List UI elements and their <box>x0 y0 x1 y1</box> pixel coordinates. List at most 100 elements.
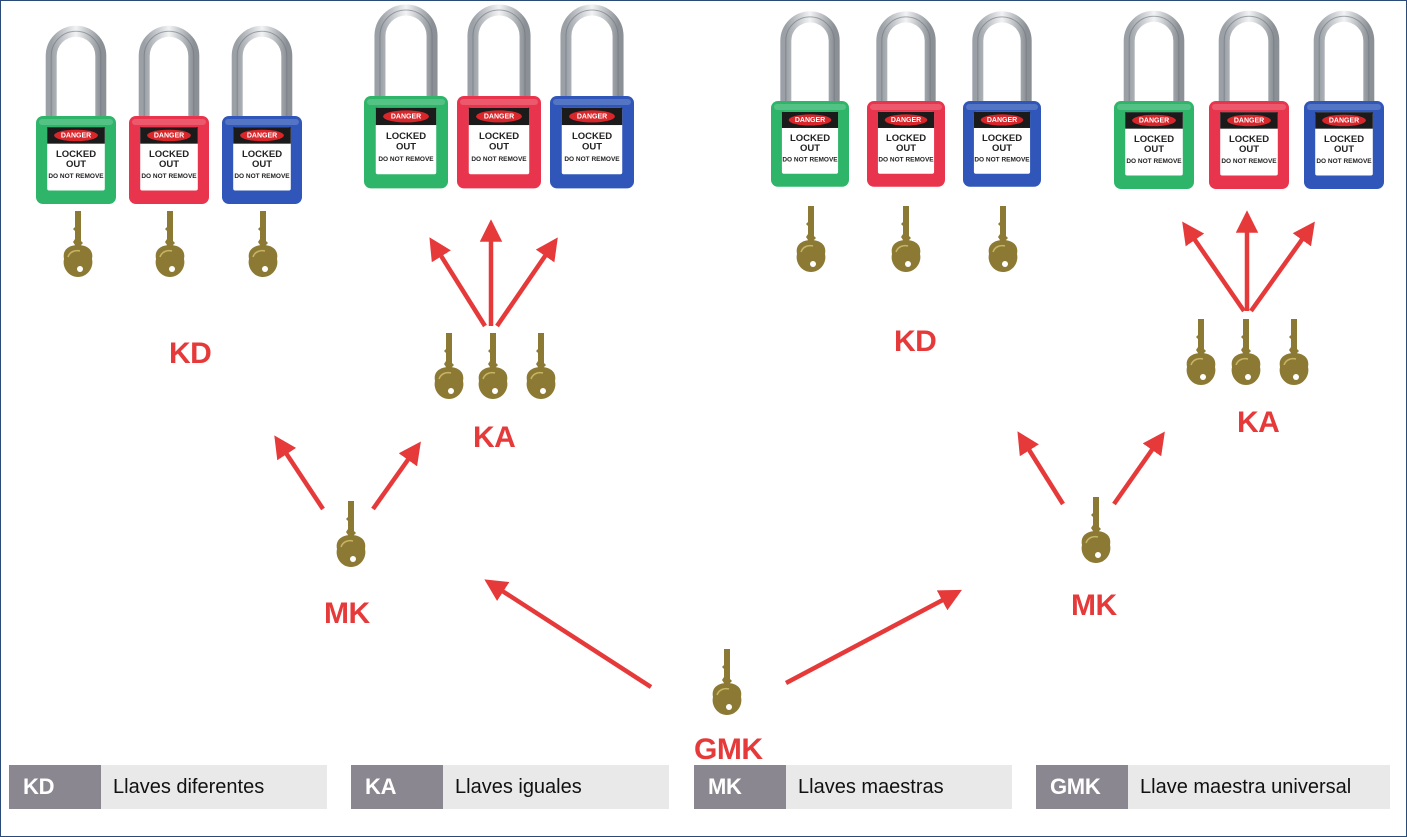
svg-text:OUT: OUT <box>582 142 602 153</box>
diagram-label-kd-right: KD <box>894 325 936 358</box>
svg-text:DO NOT REMOVE: DO NOT REMOVE <box>1316 158 1372 165</box>
key-icon <box>1186 319 1216 385</box>
svg-text:OUT: OUT <box>489 142 509 153</box>
svg-text:DANGER: DANGER <box>1234 117 1264 124</box>
key-icon <box>526 333 556 399</box>
svg-text:DO NOT REMOVE: DO NOT REMOVE <box>234 173 290 180</box>
diagram-label-ka-right: KA <box>1237 406 1279 439</box>
svg-text:LOCKED: LOCKED <box>479 131 519 142</box>
legend-item-ka: KA Llaves iguales <box>351 765 669 809</box>
svg-text:LOCKED: LOCKED <box>572 131 612 142</box>
diagram-label-ka-left: KA <box>473 421 515 454</box>
arrow <box>1249 221 1315 313</box>
svg-text:DANGER: DANGER <box>577 113 607 120</box>
svg-text:DANGER: DANGER <box>1139 117 1169 124</box>
svg-text:LOCKED: LOCKED <box>790 133 830 144</box>
key-icon <box>478 333 508 399</box>
svg-text:OUT: OUT <box>66 159 86 170</box>
legend-description: Llave maestra universal <box>1128 765 1390 809</box>
svg-text:DANGER: DANGER <box>1329 117 1359 124</box>
svg-text:DANGER: DANGER <box>391 113 421 120</box>
legend-item-mk: MK Llaves maestras <box>694 765 1012 809</box>
svg-text:DO NOT REMOVE: DO NOT REMOVE <box>782 156 838 163</box>
arrow <box>784 589 962 685</box>
svg-text:DANGER: DANGER <box>484 113 514 120</box>
svg-text:DO NOT REMOVE: DO NOT REMOVE <box>141 173 197 180</box>
arrow <box>371 441 421 511</box>
svg-text:OUT: OUT <box>396 142 416 153</box>
svg-text:DANGER: DANGER <box>154 132 184 139</box>
key-icon <box>891 206 921 272</box>
svg-text:LOCKED: LOCKED <box>1134 134 1174 145</box>
key-icon <box>796 206 826 272</box>
arrow <box>429 237 487 328</box>
svg-text:DANGER: DANGER <box>891 117 921 124</box>
arrow <box>274 435 325 511</box>
svg-text:LOCKED: LOCKED <box>1324 134 1364 145</box>
legend-code: KA <box>351 765 443 809</box>
key-icon <box>155 211 185 277</box>
svg-text:LOCKED: LOCKED <box>1229 134 1269 145</box>
legend-item-gmk: GMK Llave maestra universal <box>1036 765 1390 809</box>
arrow <box>1182 221 1246 313</box>
key-row <box>63 206 1309 715</box>
svg-text:LOCKED: LOCKED <box>56 149 96 160</box>
svg-text:DANGER: DANGER <box>795 117 825 124</box>
diagram-label-gmk: GMK <box>694 733 763 761</box>
svg-text:LOCKED: LOCKED <box>386 131 426 142</box>
diagram-label-mk-left: MK <box>324 597 370 630</box>
diagram-label-mk-right: MK <box>1071 589 1117 622</box>
svg-text:OUT: OUT <box>896 143 916 154</box>
svg-text:DANGER: DANGER <box>247 132 277 139</box>
svg-text:DO NOT REMOVE: DO NOT REMOVE <box>1221 158 1277 165</box>
svg-text:OUT: OUT <box>800 143 820 154</box>
key-icon <box>1231 319 1261 385</box>
key-icon <box>988 206 1018 272</box>
legend-code: KD <box>9 765 101 809</box>
svg-text:LOCKED: LOCKED <box>982 133 1022 144</box>
key-icon <box>434 333 464 399</box>
arrow <box>495 237 558 328</box>
svg-text:LOCKED: LOCKED <box>242 149 282 160</box>
svg-text:DO NOT REMOVE: DO NOT REMOVE <box>974 156 1030 163</box>
arrow <box>1112 431 1165 506</box>
svg-text:LOCKED: LOCKED <box>886 133 926 144</box>
legend-code: MK <box>694 765 786 809</box>
svg-text:DO NOT REMOVE: DO NOT REMOVE <box>1126 158 1182 165</box>
key-icon <box>336 501 366 567</box>
key-icon <box>1081 497 1111 563</box>
svg-text:LOCKED: LOCKED <box>149 149 189 160</box>
legend-item-kd: KD Llaves diferentes <box>9 765 327 809</box>
svg-text:DO NOT REMOVE: DO NOT REMOVE <box>471 156 527 163</box>
svg-text:DO NOT REMOVE: DO NOT REMOVE <box>878 156 934 163</box>
svg-text:DANGER: DANGER <box>61 132 91 139</box>
svg-text:OUT: OUT <box>159 159 179 170</box>
diagram-label-kd-left: KD <box>169 337 211 370</box>
arrow <box>484 579 653 689</box>
arrow-layer <box>274 210 1315 689</box>
legend-description: Llaves maestras <box>786 765 1012 809</box>
svg-text:OUT: OUT <box>1239 144 1259 155</box>
legend-code: GMK <box>1036 765 1128 809</box>
svg-text:DO NOT REMOVE: DO NOT REMOVE <box>564 156 620 163</box>
svg-text:OUT: OUT <box>992 143 1012 154</box>
svg-text:DO NOT REMOVE: DO NOT REMOVE <box>48 173 104 180</box>
key-icon <box>63 211 93 277</box>
svg-text:OUT: OUT <box>1334 144 1354 155</box>
key-icon <box>248 211 278 277</box>
key-icon <box>712 649 742 715</box>
key-icon <box>1279 319 1309 385</box>
svg-text:OUT: OUT <box>1144 144 1164 155</box>
svg-text:DO NOT REMOVE: DO NOT REMOVE <box>378 156 434 163</box>
